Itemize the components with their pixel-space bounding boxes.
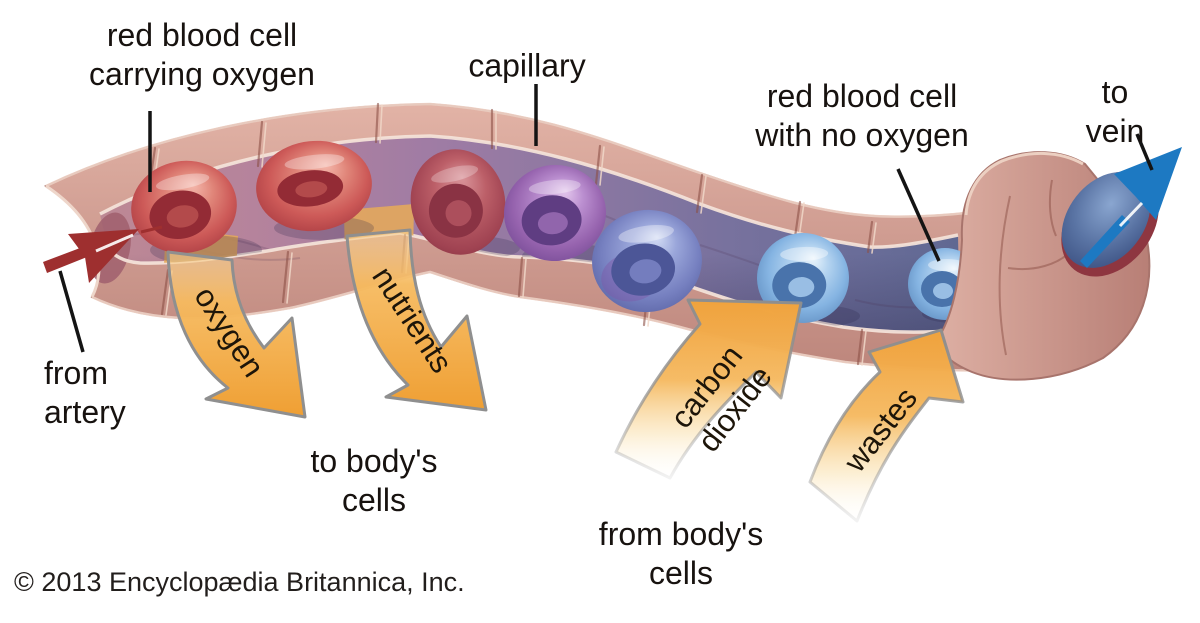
label-red-blood-cell-oxygen: red blood cell carrying oxygen [89, 17, 315, 92]
vein-arrow-slit [1118, 201, 1144, 228]
red-blood-cell-dusky [410, 149, 506, 255]
label-from-artery: from artery [44, 355, 126, 430]
transition-cell-blue-purple [592, 209, 702, 313]
pointer-from-artery [58, 270, 85, 353]
red-blood-cell-oxygenated-2 [256, 140, 372, 232]
inner-rim-top [99, 134, 959, 249]
artery-arrow-head [68, 229, 139, 283]
pointer-to-vein [1135, 133, 1154, 171]
carbon-dioxide-arrow [614, 298, 803, 480]
pointer-rbc-no-oxygen [896, 168, 941, 262]
red-blood-cell-deoxygenated-1 [757, 232, 849, 324]
blood-cells [131, 140, 982, 324]
nutrients-arrow [345, 228, 488, 412]
end-cylinder-highlight [964, 152, 1084, 216]
vein-opening [1061, 172, 1151, 268]
pointer-lines [58, 84, 1154, 353]
artery-arrow-shaft [43, 245, 92, 273]
artery-arrow-tip-line [140, 225, 163, 234]
vein-arrow-shaft [1080, 215, 1130, 268]
copyright-notice: © 2013 Encyclopædia Britannica, Inc. [14, 567, 465, 597]
vein-flow-arrow [1080, 147, 1182, 268]
red-blood-cell-oxygenated-1 [131, 160, 237, 254]
wastes-arrow [808, 328, 965, 523]
vein-arrow-head [1114, 147, 1182, 220]
vessel-end [935, 151, 1159, 381]
oxygen-arrow [166, 250, 307, 419]
artery-flow-arrow [43, 225, 163, 283]
label-to-body-cells: to body's cells [310, 443, 438, 518]
transition-cell-purple [504, 164, 606, 262]
artery-arrow-slit [95, 233, 134, 253]
outer-rim-top [45, 102, 996, 218]
label-capillary: capillary [468, 47, 586, 84]
label-to-vein: to vein [1085, 74, 1145, 149]
label-from-body-cells: from body's cells [598, 516, 764, 591]
transfer-arrows [166, 228, 965, 523]
label-red-blood-cell-no-oxygen: red blood cell with no oxygen [755, 78, 969, 153]
